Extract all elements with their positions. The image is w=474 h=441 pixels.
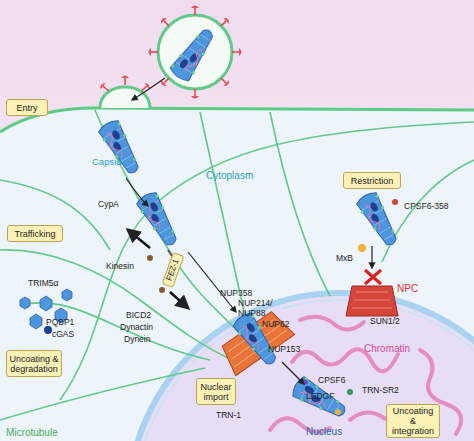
restriction-capsid — [354, 190, 403, 250]
stage-label: Uncoating & degradation — [9, 354, 59, 374]
microtubule — [0, 180, 110, 250]
degraded-capsid — [20, 297, 30, 309]
virion — [149, 48, 159, 56]
chromatin — [300, 317, 364, 330]
flow-arrow — [126, 78, 372, 384]
cell-membrane — [0, 108, 474, 132]
callout-label: NUP214/ NUP88 — [238, 299, 278, 318]
virion — [191, 6, 199, 16]
entry-virion — [99, 82, 111, 94]
callout-label: CypA — [98, 200, 128, 210]
restriction-capsid — [392, 199, 398, 205]
callout-label: LEDGF — [306, 392, 341, 402]
callout-label: Nucleus — [306, 426, 354, 437]
motor-arrow — [170, 292, 188, 308]
stage-label: Entry — [16, 103, 37, 113]
callout-label: PQBP1 — [46, 318, 86, 328]
blocked-pore — [365, 270, 381, 284]
stage-label: Uncoating & integration — [389, 406, 437, 436]
degraded-capsid — [40, 296, 52, 311]
stage-label: Trafficking — [14, 229, 55, 239]
callout-label: cGAS — [52, 330, 82, 340]
callout-label: Kinesin — [106, 262, 146, 272]
flow-arrow — [132, 78, 165, 100]
flow-arrow — [371, 246, 372, 268]
microtubule — [270, 112, 330, 296]
nuclear-capsid — [335, 409, 341, 415]
callout-label: TRIM5α — [28, 279, 70, 289]
callout-label: NUP358 — [220, 289, 262, 299]
virion — [159, 75, 171, 87]
blocked-pore — [346, 270, 398, 316]
microtubule — [95, 110, 250, 345]
callout-label: Cytoplasm — [206, 170, 266, 181]
callout-label: NUP153 — [268, 345, 308, 355]
flow-arrow — [126, 178, 148, 206]
callout-label: Dynactin — [120, 323, 165, 333]
stage-label-box: Uncoating & integration — [386, 404, 440, 438]
entry-virion — [121, 76, 129, 86]
nucleus — [135, 300, 474, 441]
callout-label: Chromatin — [364, 343, 419, 354]
callout-label: BICD2 — [126, 311, 166, 321]
callout-label: CPSF6-358 — [404, 202, 466, 212]
nuclear-capsid — [290, 374, 353, 423]
callout-label: TRN-1 — [216, 411, 251, 421]
degraded-capsid — [44, 326, 52, 334]
restriction-capsid — [354, 190, 403, 252]
nucleus — [128, 293, 474, 441]
stage-label: Nuclear import — [199, 382, 233, 402]
nuclear-pore — [217, 308, 294, 376]
nuclear-capsid — [347, 389, 353, 395]
virion — [218, 75, 230, 87]
virion — [159, 16, 171, 28]
degraded-capsid — [20, 289, 72, 334]
blocked-pore — [352, 292, 392, 308]
trafficking-capsid — [159, 287, 165, 293]
nuclear-pore — [217, 308, 294, 376]
stage-label-box: Restriction — [343, 172, 401, 189]
callout-label: CPSF6 — [318, 376, 353, 386]
virion — [158, 15, 232, 89]
microtubule — [0, 250, 236, 362]
nucleus — [128, 293, 474, 441]
motor-arrow — [128, 230, 150, 248]
virion — [232, 48, 242, 56]
entry-virion — [96, 118, 145, 178]
callout-label: Capsid — [92, 157, 132, 168]
blocked-pore — [346, 286, 398, 316]
callout-label: Microtubule — [6, 427, 76, 438]
flow-arrow — [282, 362, 304, 384]
virion — [149, 6, 242, 99]
virion — [191, 89, 199, 99]
callout-label: MxB — [336, 254, 366, 264]
virion — [168, 24, 220, 84]
callout-label: Dynein — [124, 335, 164, 345]
degraded-capsid — [62, 289, 72, 301]
motor-arrow — [128, 230, 188, 308]
callout-label: NPC — [397, 283, 427, 294]
callout-label: NUP62 — [262, 320, 302, 330]
nuclear-pore — [217, 308, 294, 376]
callout-label: SUN1/2 — [370, 317, 410, 327]
stage-label-box: Trafficking — [7, 225, 63, 242]
stage-label-box: Entry — [6, 99, 48, 116]
stage-label-box: Uncoating & degradation — [6, 350, 62, 377]
callout-label: TRN-SR2 — [362, 386, 407, 396]
trafficking-capsid — [147, 255, 153, 261]
degraded-capsid — [30, 314, 42, 329]
stage-label: Restriction — [351, 176, 394, 186]
virion — [218, 16, 230, 28]
microtubule — [0, 110, 474, 420]
stage-label-box: Nuclear import — [196, 378, 236, 405]
cell-membrane — [0, 108, 474, 132]
restriction-capsid — [358, 244, 366, 252]
flow-arrow — [188, 252, 236, 312]
